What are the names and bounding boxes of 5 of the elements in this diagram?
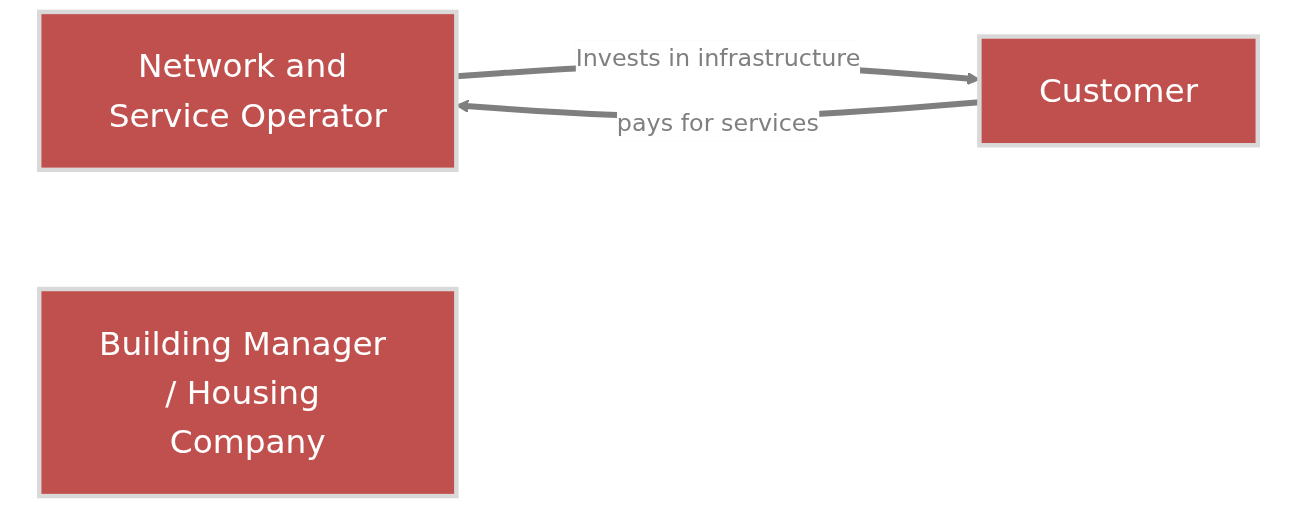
node-box: Network and Service Operator [37,9,459,173]
node-box: Building Manager / Housing Company [37,286,459,499]
node-box: Customer [977,34,1260,148]
edge-label: pays for services [616,108,819,138]
edge-label: Invests in infrastructure [575,43,861,72]
